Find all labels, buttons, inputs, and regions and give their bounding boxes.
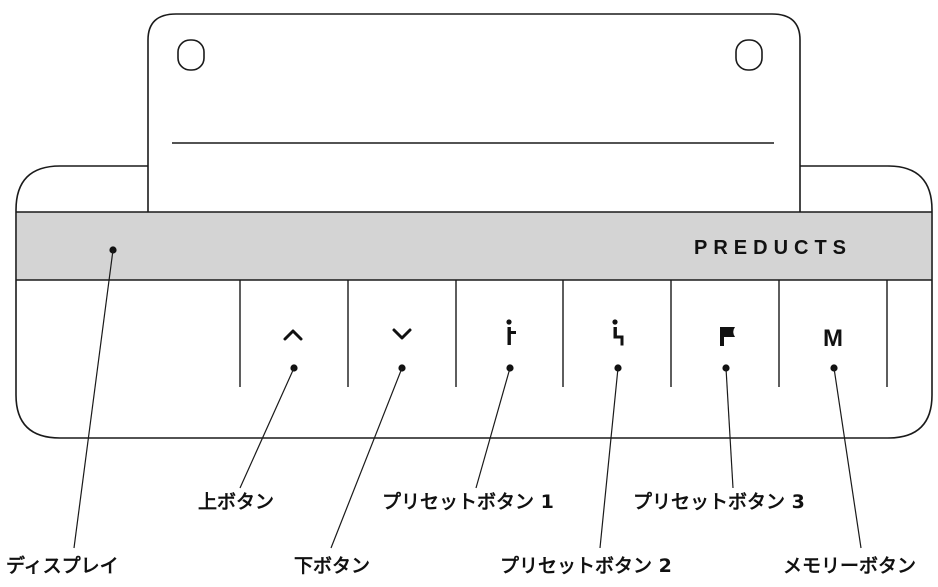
preset-3-button[interactable] xyxy=(720,327,735,346)
mount-hole-left xyxy=(177,39,205,71)
chevron-down-icon xyxy=(392,328,412,340)
label-display: ディスプレイ xyxy=(6,555,119,577)
callout-line-down xyxy=(330,367,403,549)
letter-m-icon: M xyxy=(823,325,843,352)
callout-line-preset1 xyxy=(475,367,511,489)
label-preset-3-button: プリセットボタン 3 xyxy=(633,491,805,513)
label-up-button: 上ボタン xyxy=(198,491,275,513)
preset-1-button[interactable] xyxy=(506,319,516,345)
standing-person-icon xyxy=(506,319,516,345)
callout-line-preset3 xyxy=(725,367,734,489)
flag-icon xyxy=(720,327,735,346)
mount-plate xyxy=(147,13,801,212)
up-button[interactable] xyxy=(283,329,303,341)
controller-body xyxy=(15,165,933,439)
brand-logo: PREDUCTS xyxy=(694,237,853,259)
preset-2-button[interactable] xyxy=(612,319,624,346)
callout-line-display xyxy=(73,249,114,549)
mount-hole-right xyxy=(735,39,763,71)
display-strip xyxy=(17,212,931,280)
memory-button[interactable]: M xyxy=(823,325,843,352)
chevron-up-icon xyxy=(283,329,303,341)
label-preset-2-button: プリセットボタン 2 xyxy=(500,555,672,577)
callout-line-up xyxy=(239,367,295,489)
down-button[interactable] xyxy=(392,328,412,340)
callout-line-preset2 xyxy=(599,367,619,549)
label-memory-button: メモリーボタン xyxy=(783,555,917,577)
sitting-person-icon xyxy=(612,319,624,346)
label-preset-1-button: プリセットボタン 1 xyxy=(382,491,554,513)
label-down-button: 下ボタン xyxy=(294,555,371,577)
callout-line-memory xyxy=(833,367,862,549)
